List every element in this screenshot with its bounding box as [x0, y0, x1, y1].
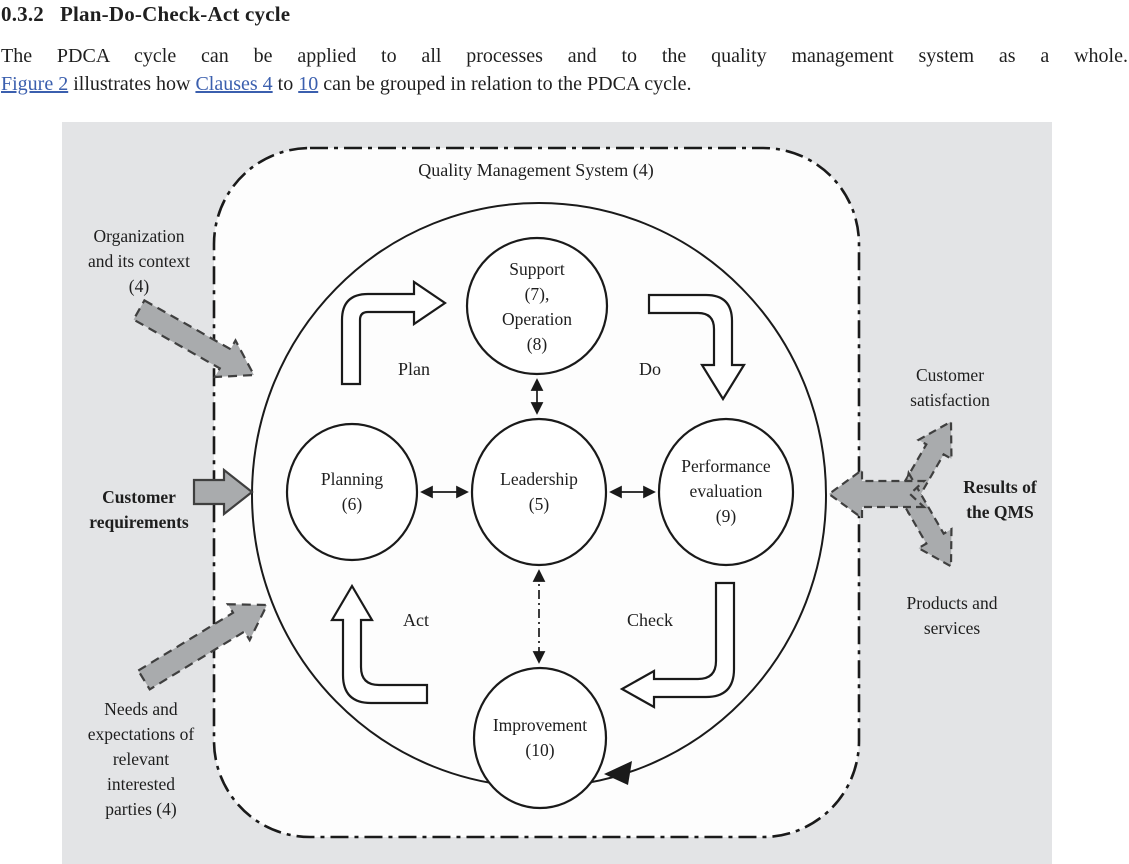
node-planning	[285, 422, 419, 562]
paragraph-line-2: Figure 2 illustrates how Clauses 4 to 10…	[1, 70, 1128, 98]
customer-requirements-arrow	[192, 467, 254, 517]
results-qms-label: Results of the QMS	[963, 477, 1037, 522]
act-label: Act	[403, 610, 429, 630]
paragraph-line-1: The PDCA cycle can be applied to all pro…	[1, 45, 1128, 67]
improvement-label: Improvement (10)	[492, 715, 588, 760]
check-block-arrow	[619, 581, 736, 709]
body-paragraph: The PDCA cycle can be applied to all pro…	[1, 42, 1128, 98]
figure-2-pdca-diagram: Quality Management System (4) Support (7…	[62, 122, 1052, 864]
organization-context-arrow	[132, 298, 256, 379]
section-title: Plan-Do-Check-Act cycle	[60, 2, 291, 26]
figure-2-link[interactable]: Figure 2	[1, 73, 69, 95]
qms-title: Quality Management System (4)	[418, 160, 654, 180]
line2-text-1: illustrates how	[68, 73, 196, 95]
results-qms-arrow	[827, 467, 927, 521]
do-label: Do	[639, 359, 661, 379]
node-improvement	[472, 666, 608, 810]
plan-label: Plan	[397, 359, 430, 379]
node-performance-evaluation	[657, 417, 795, 567]
section-heading: 0.3.2 Plan-Do-Check-Act cycle	[1, 2, 290, 27]
clauses-4-link[interactable]: Clauses 4	[195, 73, 273, 95]
plan-block-arrow	[340, 279, 447, 386]
check-label: Check	[627, 610, 673, 630]
act-block-arrow	[330, 583, 429, 705]
products-services-label: Products and services	[906, 593, 998, 638]
do-block-arrow	[647, 293, 746, 402]
section-number: 0.3.2	[1, 2, 44, 26]
customer-satisfaction-label: Customer satisfaction	[910, 365, 990, 410]
pdca-diagram-canvas	[132, 146, 953, 839]
node-leadership	[470, 417, 608, 567]
performance-evaluation-label: Performance evaluation (9)	[681, 456, 771, 526]
leadership-label: Leadership (5)	[500, 469, 578, 514]
needs-expectations-arrow	[136, 603, 269, 691]
node-support-operation	[465, 236, 609, 376]
pdca-cycle-arrowhead	[604, 761, 632, 785]
line2-text-2: to	[272, 73, 299, 95]
clause-10-link[interactable]: 10	[298, 73, 319, 95]
line2-text-3: can be grouped in relation to the PDCA c…	[318, 73, 692, 95]
customer-requirements-label: Customer requirements	[89, 487, 189, 532]
needs-expectations-label: Needs and expectations of relevant inter…	[87, 699, 195, 819]
organization-context-label: Organization and its context (4)	[87, 226, 191, 296]
planning-label: Planning (6)	[320, 469, 384, 514]
support-operation-label: Support (7), Operation (8)	[502, 259, 572, 354]
